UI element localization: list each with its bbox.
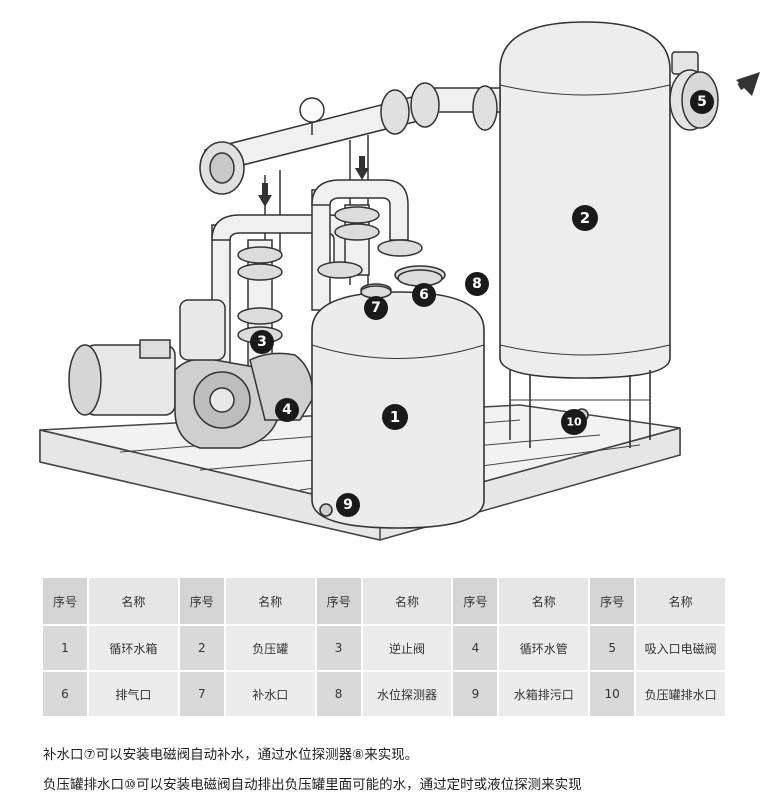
- part-num: 6: [43, 672, 87, 716]
- table-row: 6 排气口 7 补水口 8 水位探测器 9 水箱排污口 10 负压罐排水口: [43, 672, 725, 716]
- marker-6-label: 6: [419, 287, 429, 303]
- parts-table: 序号 名称 序号 名称 序号 名称 序号 名称 序号 名称 1 循环水箱 2 负…: [41, 576, 727, 718]
- marker-3: 3: [250, 330, 274, 354]
- marker-1: 1: [382, 404, 408, 430]
- header-num: 序号: [316, 578, 361, 624]
- note-refill: 补水口⑦可以安装电磁阀自动补水，通过水位探测器⑧来实现。: [43, 747, 419, 763]
- header-num: 序号: [453, 578, 498, 624]
- marker-5: 5: [690, 90, 714, 114]
- part-name: 逆止阀: [362, 626, 452, 670]
- table-row: 1 循环水箱 2 负压罐 3 逆止阀 4 循环水管 5 吸入口电磁阀: [43, 626, 725, 670]
- marker-9-label: 9: [343, 497, 353, 513]
- marker-10-label: 10: [566, 416, 582, 429]
- pump-motor-units: [68, 299, 314, 449]
- part-name: 水箱排污口: [499, 672, 589, 716]
- marker-1-label: 1: [390, 408, 400, 426]
- marker-2-label: 2: [580, 209, 590, 227]
- header-num: 序号: [43, 578, 87, 624]
- part-name: 排气口: [89, 672, 178, 716]
- marker-4: 4: [275, 398, 299, 422]
- marker-9: 9: [336, 493, 360, 517]
- table-header-row: 序号 名称 序号 名称 序号 名称 序号 名称 序号 名称: [43, 578, 725, 624]
- part-num: 1: [43, 626, 87, 670]
- part-name: 吸入口电磁阀: [636, 626, 725, 670]
- marker-2: 2: [572, 205, 598, 231]
- header-name: 名称: [499, 578, 589, 624]
- part-name: 负压罐: [225, 626, 315, 670]
- header-name: 名称: [636, 578, 725, 624]
- flow-arrows: [258, 72, 760, 207]
- part-name: 补水口: [225, 672, 315, 716]
- part-num: 8: [316, 672, 361, 716]
- part-name: 循环水管: [499, 626, 589, 670]
- marker-6: 6: [412, 283, 436, 307]
- note-drain: 负压罐排水口⑩可以安装电磁阀自动排出负压罐里面可能的水，通过定时或液位探测来实现: [43, 777, 582, 793]
- top-pipe: [199, 82, 501, 285]
- part-num: 3: [316, 626, 361, 670]
- part-num: 9: [453, 672, 498, 716]
- marker-7: 7: [364, 296, 388, 320]
- part-name: 负压罐排水口: [636, 672, 725, 716]
- part-num: 7: [179, 672, 224, 716]
- marker-8-label: 8: [472, 276, 482, 292]
- marker-10: 10: [561, 409, 587, 435]
- part-num: 10: [590, 672, 635, 716]
- header-name: 名称: [89, 578, 178, 624]
- equipment-diagram: 1 2 3 4 5 6 7 8 9 10: [39, 21, 760, 541]
- marker-8: 8: [465, 272, 489, 296]
- marker-7-label: 7: [371, 300, 381, 316]
- marker-5-label: 5: [697, 94, 707, 110]
- header-name: 名称: [225, 578, 315, 624]
- header-num: 序号: [179, 578, 224, 624]
- marker-4-label: 4: [282, 402, 292, 418]
- part-num: 5: [590, 626, 635, 670]
- header-num: 序号: [590, 578, 635, 624]
- inlet-solenoid-valve: [669, 51, 719, 131]
- part-name: 水位探测器: [362, 672, 452, 716]
- header-name: 名称: [362, 578, 452, 624]
- marker-3-label: 3: [257, 334, 267, 350]
- part-num: 2: [179, 626, 224, 670]
- part-num: 4: [453, 626, 498, 670]
- part-name: 循环水箱: [89, 626, 178, 670]
- negative-pressure-tank: [499, 21, 671, 448]
